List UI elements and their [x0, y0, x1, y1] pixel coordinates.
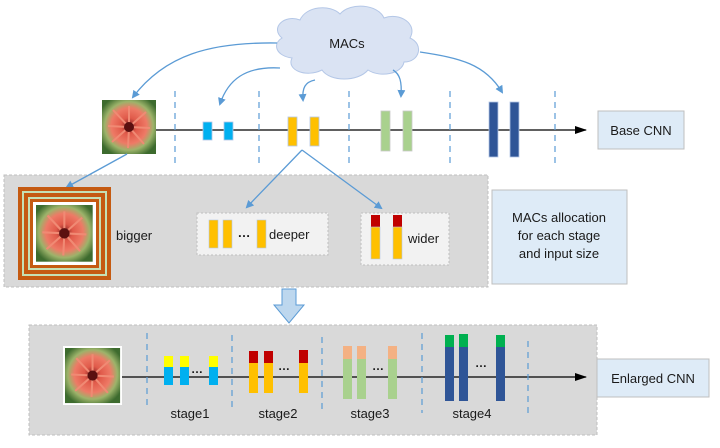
base-cnn-box: Base CNN	[597, 110, 685, 150]
base-stage-dividers	[174, 91, 556, 165]
base-cnn-label: Base CNN	[610, 123, 671, 138]
arrow-to-stage4	[419, 51, 504, 94]
allocation-line-3: and input size	[519, 246, 599, 261]
arrow-to-bigger	[65, 153, 128, 188]
mac-arrows	[131, 42, 504, 106]
base-stage2-blocks	[287, 116, 320, 147]
arrow-to-stage3	[392, 69, 406, 98]
stage3-ellipsis: …	[372, 359, 384, 373]
base-stage4-blocks	[488, 101, 520, 158]
wider-label: wider	[407, 231, 440, 246]
expansion-arrows	[65, 149, 383, 210]
enlarged-input-image	[63, 346, 122, 405]
arrow-to-stage1	[218, 67, 281, 106]
cloud: MACs	[276, 5, 419, 80]
base-stage3-blocks	[380, 110, 413, 152]
enlarged-stage3: … stage3	[343, 346, 397, 421]
allocation-line-1: MACs allocation	[512, 210, 606, 225]
stage2-label: stage2	[258, 406, 297, 421]
stage4-ellipsis: …	[475, 356, 487, 370]
enlarged-stage-dividers	[146, 333, 529, 416]
down-arrow-icon	[272, 288, 306, 324]
allocation-line-2: for each stage	[518, 228, 600, 243]
base-input-image	[101, 99, 157, 155]
stage2-ellipsis: …	[278, 359, 290, 373]
arrow-to-input	[131, 42, 278, 99]
arrow-to-stage2	[298, 79, 316, 102]
deeper-box: … deeper	[196, 212, 329, 256]
stage1-ellipsis: …	[191, 362, 203, 376]
stage1-label: stage1	[170, 406, 209, 421]
cloud-label: MACs	[329, 36, 365, 51]
arrow-to-deeper	[245, 149, 303, 209]
arrow-to-wider	[301, 149, 383, 210]
bigger-image	[18, 187, 111, 280]
enlarged-stage2: … stage2	[249, 350, 308, 421]
enlarged-stage1: … stage1	[164, 356, 218, 421]
wider-box: wider	[360, 212, 450, 266]
deeper-label: deeper	[269, 227, 310, 242]
deeper-ellipsis: …	[238, 225, 251, 240]
stage4-label: stage4	[452, 406, 491, 421]
enlarged-cnn-label: Enlarged CNN	[611, 371, 695, 386]
allocation-box: MACs allocation for each stage and input…	[491, 189, 628, 285]
enlarged-stage4: … stage4	[445, 334, 505, 421]
stage3-label: stage3	[350, 406, 389, 421]
enlarged-cnn-box: Enlarged CNN	[596, 358, 710, 398]
bigger-label: bigger	[116, 228, 153, 243]
base-stage1-blocks	[202, 121, 234, 141]
